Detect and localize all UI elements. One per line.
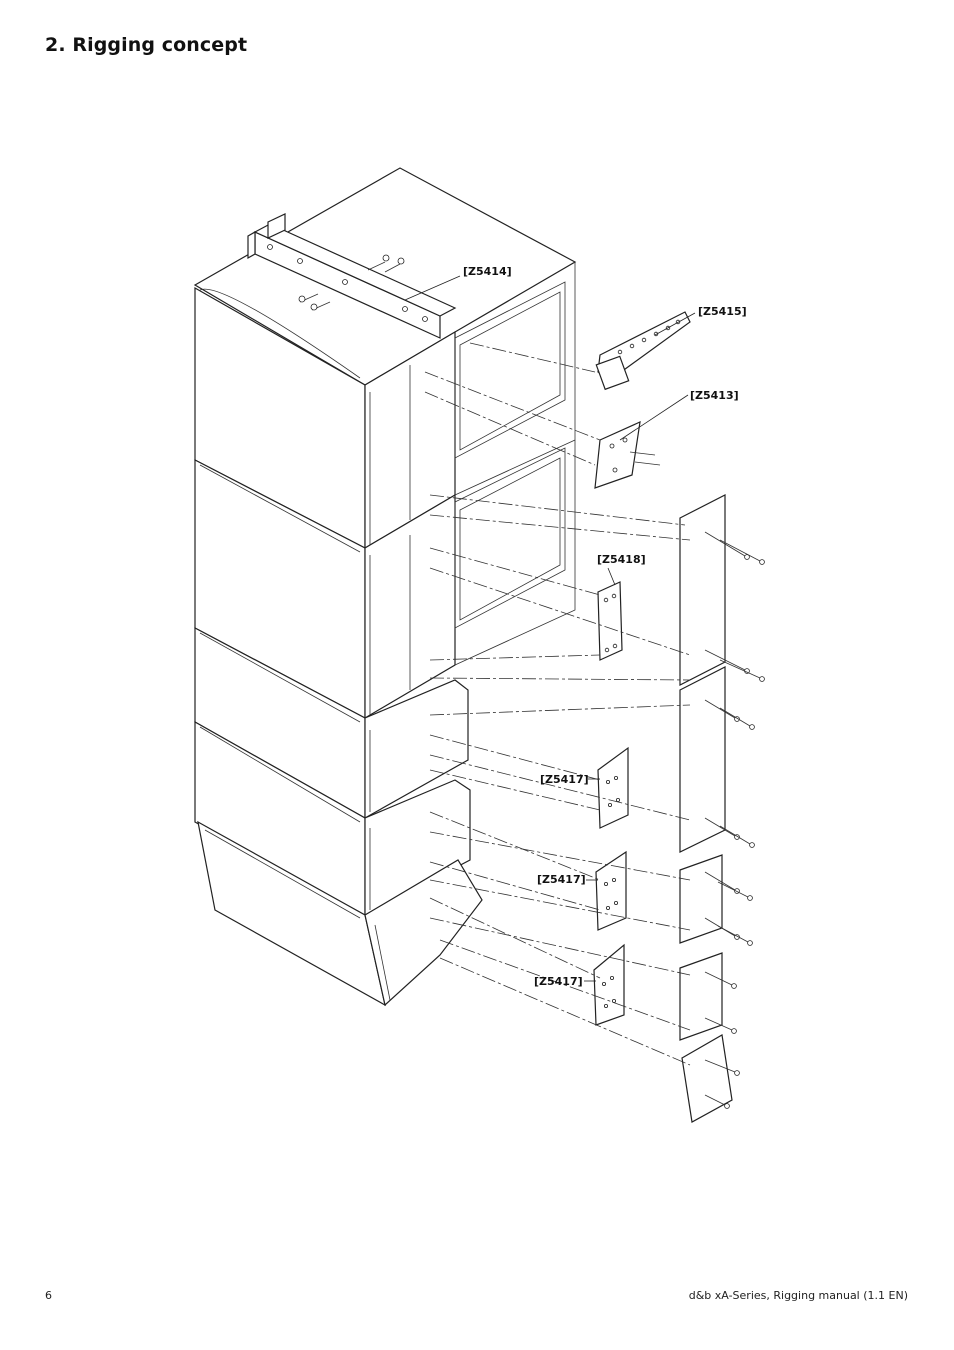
link-bars bbox=[679, 494, 733, 1123]
bolts bbox=[704, 531, 765, 1109]
plates-z5417 bbox=[593, 746, 629, 1026]
assembly-lines bbox=[424, 342, 691, 1066]
link-bar-3 bbox=[679, 854, 723, 944]
callout-z5414: [Z5414] bbox=[463, 265, 512, 278]
callout-z5415: [Z5415] bbox=[698, 305, 747, 318]
plate-z5417-1 bbox=[597, 746, 629, 829]
page-number: 6 bbox=[45, 1289, 52, 1302]
flying-frame-z5414 bbox=[247, 213, 457, 339]
cabinet-stack bbox=[193, 167, 577, 1007]
bracket-z5415 bbox=[595, 311, 696, 391]
callout-z5417-middle: [Z5417] bbox=[537, 873, 586, 886]
plate-z5417-2 bbox=[595, 850, 627, 931]
callout-z5417-bottom: [Z5417] bbox=[534, 975, 583, 988]
cabinet-4-side bbox=[364, 779, 471, 916]
frame-end-handle bbox=[267, 213, 286, 239]
callout-z5413: [Z5413] bbox=[690, 389, 739, 402]
frame-bar-top bbox=[253, 223, 457, 317]
cabinet-5-side bbox=[364, 859, 483, 1007]
link-bar-2 bbox=[679, 666, 726, 853]
link-bar-4 bbox=[679, 952, 723, 1041]
plate-z5417-3 bbox=[593, 943, 625, 1026]
z5413-plate bbox=[594, 421, 641, 489]
callout-z5417-top: [Z5417] bbox=[540, 773, 589, 786]
plate-z5413 bbox=[594, 394, 689, 489]
document-footer: d&b xA-Series, Rigging manual (1.1 EN) bbox=[688, 1289, 908, 1302]
page-title: 2. Rigging concept bbox=[45, 34, 248, 56]
plate-z5418 bbox=[597, 581, 623, 661]
link-bar-5 bbox=[681, 1034, 733, 1123]
callout-z5418: [Z5418] bbox=[597, 553, 646, 566]
frame-end-plate bbox=[247, 230, 256, 260]
z5415-handle bbox=[595, 355, 630, 391]
